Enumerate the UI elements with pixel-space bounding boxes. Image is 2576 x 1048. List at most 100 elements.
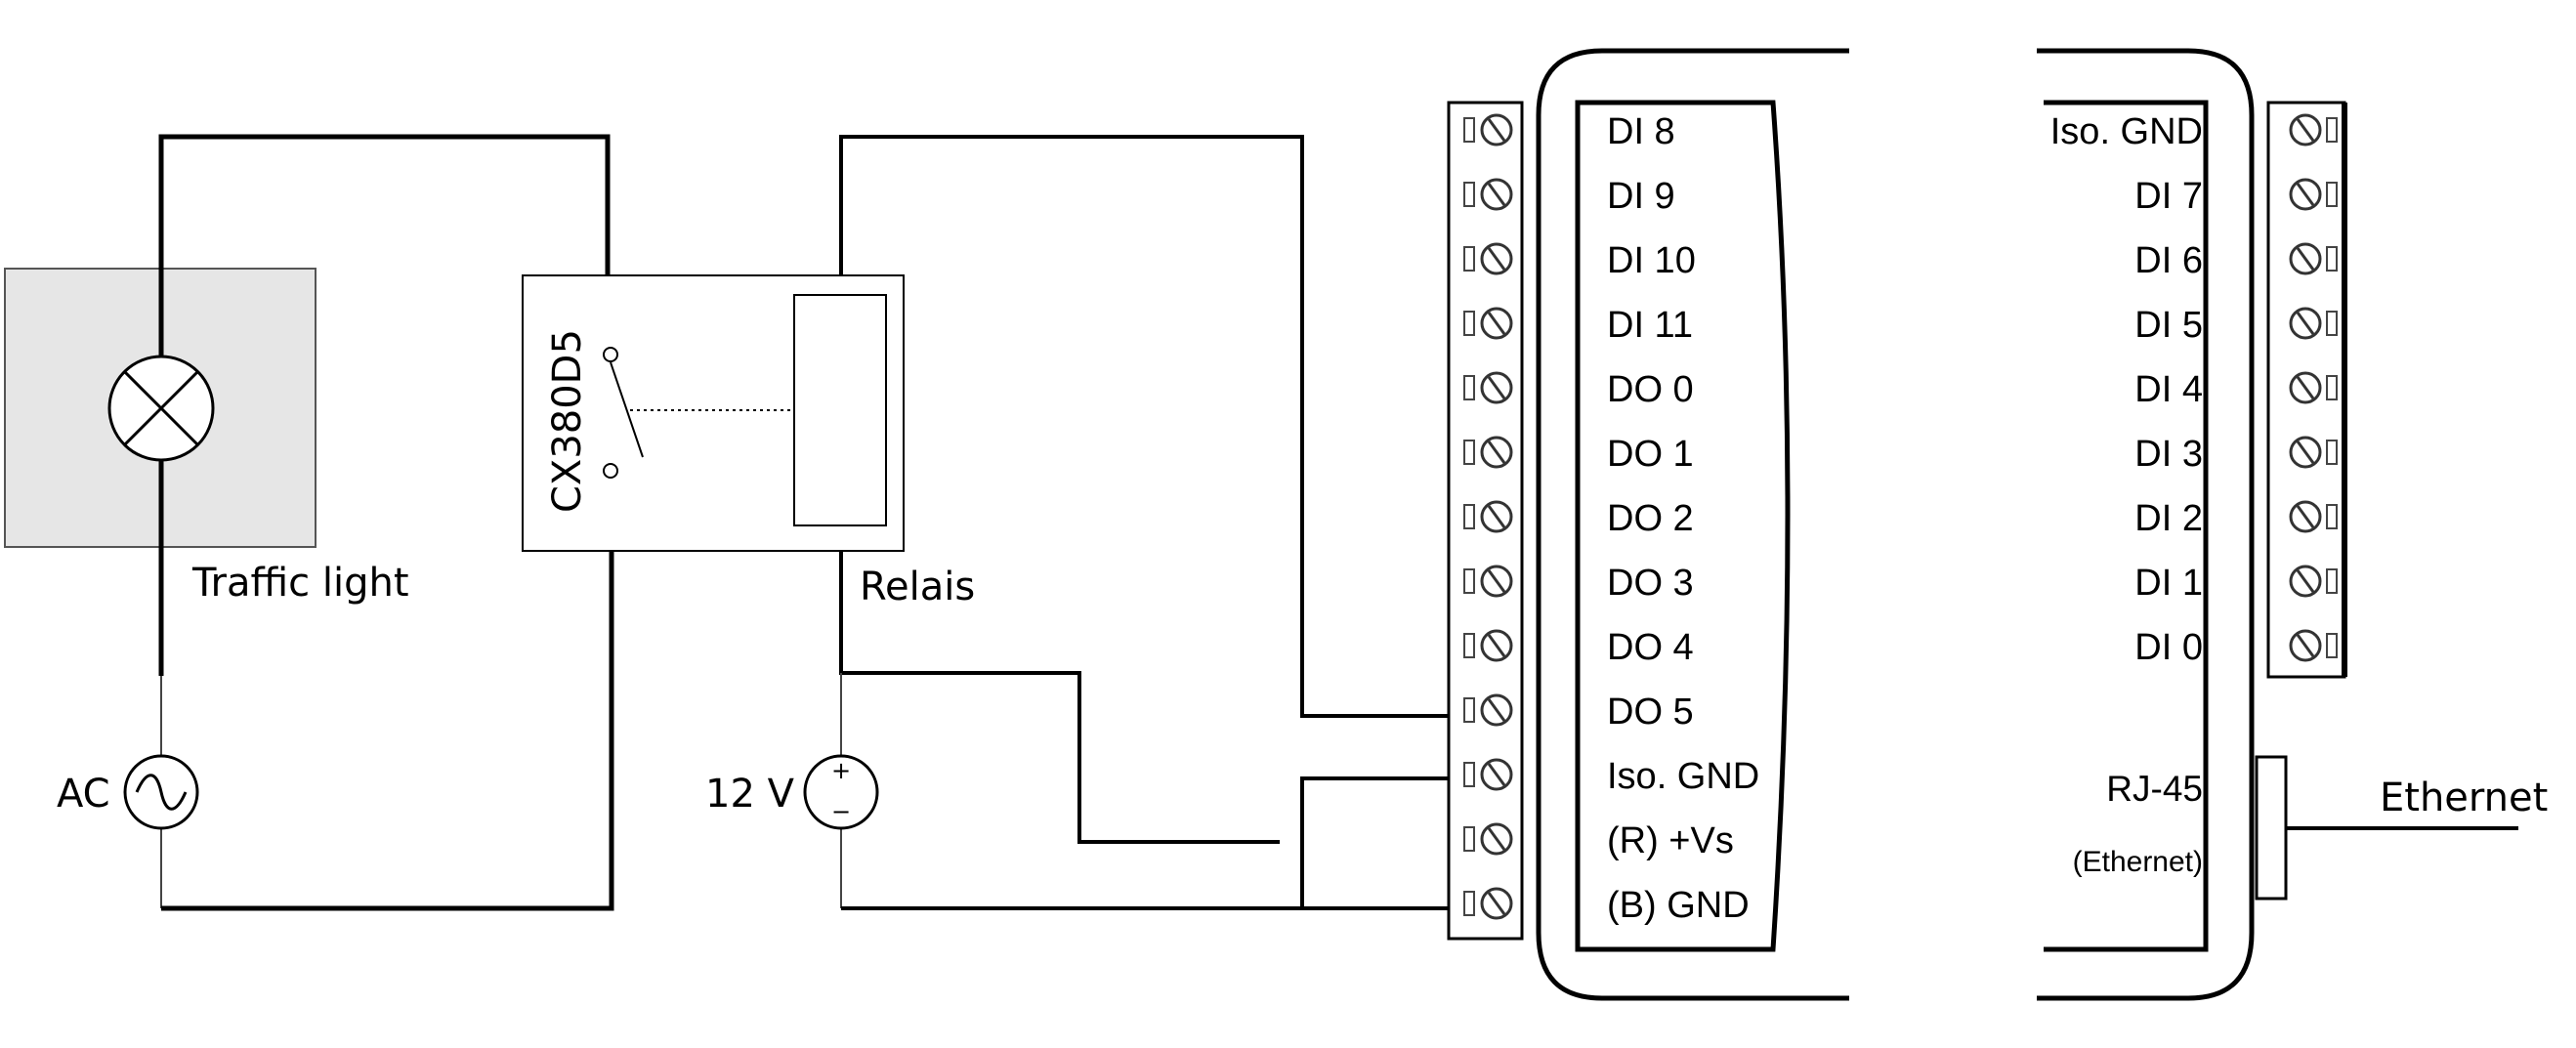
screw-slot-icon xyxy=(1487,118,1506,142)
screw-slot-icon xyxy=(2296,569,2315,593)
iso-gnd-wire xyxy=(1300,776,1457,908)
ethernet-label: Ethernet xyxy=(2380,776,2548,820)
screw-slot-icon xyxy=(1487,569,1506,593)
terminal-slot xyxy=(1463,246,1475,272)
screw-slot-icon xyxy=(2296,183,2315,206)
right-screw-group xyxy=(2289,113,2338,662)
terminal-slot xyxy=(2326,568,2338,594)
right-terminal-screw-8 xyxy=(2289,629,2338,662)
left-terminal-screw-2 xyxy=(1463,242,1513,275)
screw-slot-icon xyxy=(2296,634,2315,657)
terminal-slot xyxy=(2326,311,2338,336)
relay-switch-arm xyxy=(610,361,644,458)
rj45-label: RJ-45 xyxy=(2106,769,2203,809)
terminal-slot xyxy=(2326,440,2338,465)
left-terminal-screw-6 xyxy=(1463,500,1513,533)
left-terminal-screw-8 xyxy=(1463,629,1513,662)
screw-slot-icon xyxy=(1487,827,1506,851)
screw-slot-icon xyxy=(2296,440,2315,464)
left-terminal-label: DO 3 xyxy=(1607,563,1694,604)
rj45-sublabel: (Ethernet) xyxy=(2073,846,2203,878)
right-terminal-label: DI 2 xyxy=(2134,498,2203,539)
right-terminal-label: DI 4 xyxy=(2134,369,2203,410)
relay-coil xyxy=(793,294,887,526)
left-terminal-label: Iso. GND xyxy=(1607,756,1759,797)
screw-slot-icon xyxy=(2296,505,2315,528)
module-housing-right xyxy=(2037,48,2255,1001)
terminal-slot xyxy=(2326,246,2338,272)
screw-slot-icon xyxy=(1487,634,1506,657)
right-terminal-label: Iso. GND xyxy=(2050,111,2203,152)
left-terminal-label: DO 1 xyxy=(1607,434,1694,475)
relay-contact-top xyxy=(603,347,618,362)
left-terminal-screw-0 xyxy=(1463,113,1513,147)
left-terminal-label: (R) +Vs xyxy=(1607,820,1734,861)
terminal-slot xyxy=(1463,762,1475,787)
left-terminal-label: (B) GND xyxy=(1607,885,1750,926)
terminal-slot xyxy=(1463,117,1475,143)
left-terminal-label: DI 8 xyxy=(1607,111,1675,152)
right-terminal-label: DI 6 xyxy=(2134,240,2203,281)
traffic-light-label: Traffic light xyxy=(191,561,409,606)
relay-model-label: CX380D5 xyxy=(545,329,590,513)
terminal-slot xyxy=(1463,826,1475,852)
terminal-slot xyxy=(1463,633,1475,658)
left-terminal-label: DI 9 xyxy=(1607,176,1675,217)
right-terminal-screw-3 xyxy=(2289,307,2338,340)
ac-return-wire xyxy=(161,552,614,911)
left-screw-group xyxy=(1463,113,1513,920)
screw-slot-icon xyxy=(1487,312,1506,335)
screw-slot-icon xyxy=(2296,312,2315,335)
right-terminal-screw-5 xyxy=(2289,436,2338,469)
screw-slot-icon xyxy=(1487,505,1506,528)
screw-slot-icon xyxy=(1487,698,1506,722)
relay-component: CX380D5 Relais xyxy=(522,274,975,609)
right-terminal-screw-2 xyxy=(2289,242,2338,275)
dc-plus-sign: + xyxy=(831,757,851,784)
left-terminal-screw-1 xyxy=(1463,178,1513,211)
screw-slot-icon xyxy=(1487,183,1506,206)
screw-slot-icon xyxy=(1487,247,1506,271)
v12-label: 12 V xyxy=(705,772,795,817)
module-panel-right xyxy=(2044,100,2209,952)
right-terminal-screw-0 xyxy=(2289,113,2338,147)
terminal-slot xyxy=(1463,182,1475,207)
terminal-slot xyxy=(1463,440,1475,465)
left-terminal-screw-11 xyxy=(1463,822,1513,856)
screw-slot-icon xyxy=(2296,118,2315,142)
right-terminal-label: DI 1 xyxy=(2134,563,2203,604)
module-panel-left xyxy=(1575,100,1791,952)
left-terminal-label: DI 11 xyxy=(1607,305,1693,346)
rj45-port xyxy=(2255,755,2288,901)
left-terminal-label: DI 10 xyxy=(1607,240,1696,281)
left-terminal-screw-12 xyxy=(1463,887,1513,920)
left-terminal-screw-10 xyxy=(1463,758,1513,791)
lamp-circuit-wires xyxy=(158,134,614,911)
module-housing-left xyxy=(1536,48,1849,1001)
relais-label: Relais xyxy=(860,565,975,609)
terminal-slot xyxy=(2326,182,2338,207)
ac-label: AC xyxy=(57,772,110,817)
left-terminal-screw-7 xyxy=(1463,565,1513,598)
terminal-slot xyxy=(1463,311,1475,336)
lamp-top-wire xyxy=(158,134,611,356)
screw-slot-icon xyxy=(1487,763,1506,786)
right-terminal-screw-7 xyxy=(2289,565,2338,598)
right-terminal-label: DI 5 xyxy=(2134,305,2203,346)
terminal-slot xyxy=(1463,504,1475,529)
dc-minus-sign: − xyxy=(831,798,851,825)
screw-slot-icon xyxy=(2296,247,2315,271)
ac-source: AC xyxy=(57,754,199,830)
right-terminal-label: DI 0 xyxy=(2134,627,2203,668)
screw-slot-icon xyxy=(1487,440,1506,464)
left-terminal-label: DO 4 xyxy=(1607,627,1694,668)
right-terminal-screw-4 xyxy=(2289,371,2338,404)
right-terminal-screw-1 xyxy=(2289,178,2338,211)
terminal-slot xyxy=(2326,504,2338,529)
right-terminal-label: DI 7 xyxy=(2134,176,2203,217)
right-terminal-label: DI 3 xyxy=(2134,434,2203,475)
